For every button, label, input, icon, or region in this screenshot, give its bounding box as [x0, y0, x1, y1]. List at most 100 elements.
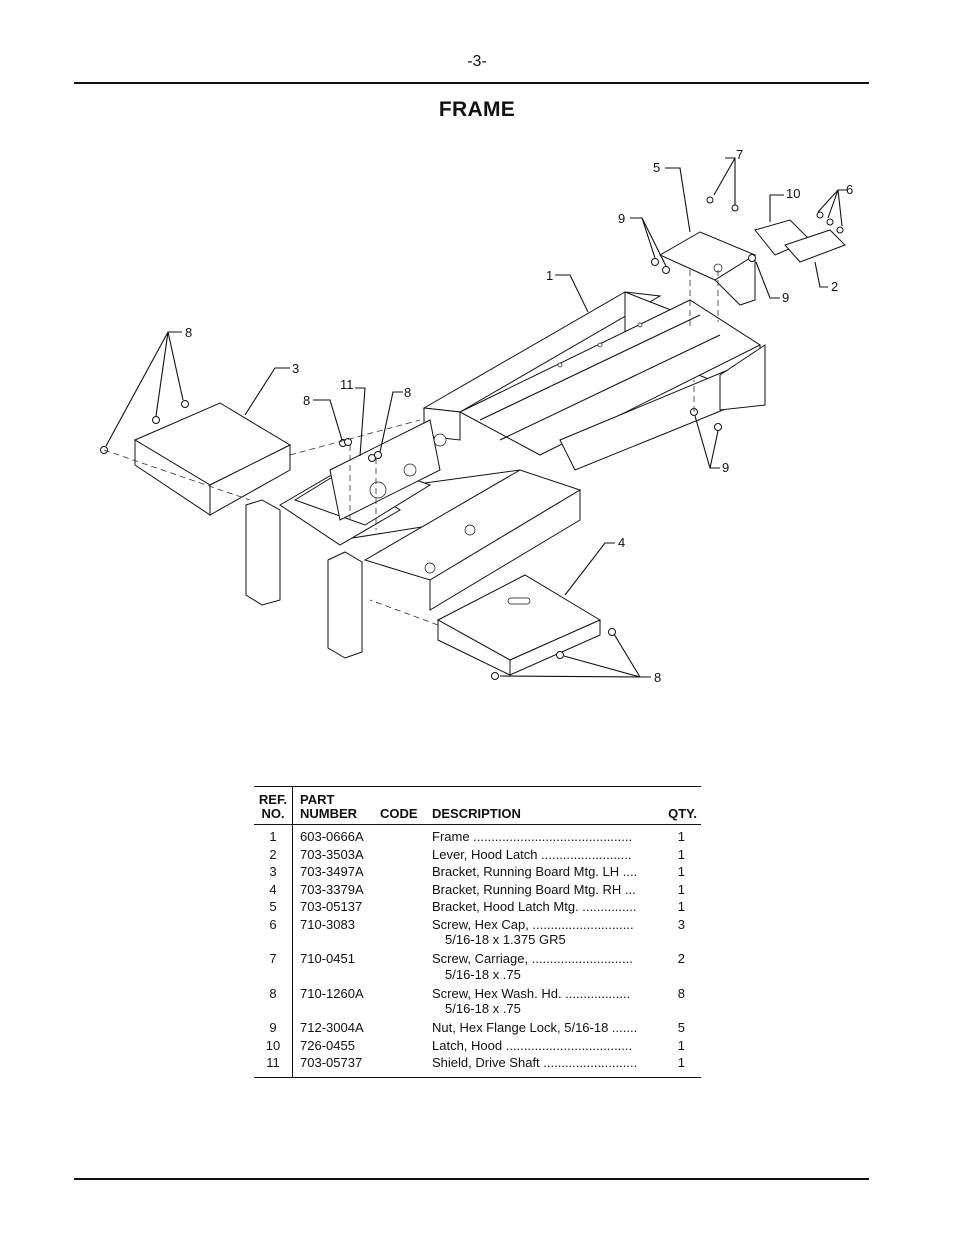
description: Bracket, Running Board Mtg. RH ...: [432, 881, 654, 899]
callout-leaders: [105, 157, 848, 678]
description-line1: Screw, Hex Wash. Hd. ..................: [432, 985, 631, 1001]
page-title: FRAME: [438, 98, 516, 121]
callout-4: 4: [618, 535, 625, 550]
description: Latch, Hood ............................…: [432, 1037, 654, 1055]
callout-8c: 8: [404, 385, 411, 400]
quantity: 1: [677, 864, 685, 879]
table-header: REF. NO. PART NUMBER CODE DESCRIPTION QT…: [254, 787, 701, 825]
page-number: -3-: [467, 53, 487, 70]
description: Screw, Carriage, .......................…: [432, 950, 654, 982]
quantity: 1: [677, 846, 685, 862]
description: Screw, Hex Cap, ........................…: [432, 916, 654, 948]
table-row: 3 703-3497A Bracket, Running Board Mtg. LH…: [254, 863, 701, 881]
callout-8b: 8: [303, 393, 310, 408]
header-ref: REF. NO.: [254, 793, 292, 821]
callout-9b: 9: [782, 290, 789, 305]
part-number: 703-3503A: [300, 846, 364, 862]
description-line1: Screw, Carriage, .......................…: [432, 951, 633, 966]
description-line1: Bracket, Running Board Mtg. LH ....: [432, 864, 638, 879]
table-row: 5 703-05137 Bracket, Hood Latch Mtg. .....…: [254, 898, 701, 916]
callout-8a: 8: [185, 325, 192, 340]
description-line2: 5/16-18 x .75: [445, 966, 521, 982]
description: Shield, Drive Shaft ....................…: [432, 1054, 654, 1072]
description: Screw, Hex Wash. Hd. ..................5…: [432, 985, 654, 1017]
header-part-line1: PART: [300, 792, 335, 807]
quantity: 1: [677, 899, 685, 914]
callout-labels: 1 2 3 4 5 6 7 8 8 8 8 9 9 9 10 11: [185, 147, 853, 685]
ref-number: 11: [266, 1055, 280, 1070]
ref-number: 8: [269, 985, 277, 1001]
quantity: 1: [677, 829, 685, 844]
part-number: 710-3083: [300, 916, 355, 932]
ref-number: 5: [269, 899, 277, 914]
description-line1: Frame ..................................…: [432, 829, 633, 844]
header-code: CODE: [380, 806, 418, 821]
description: Bracket, Hood Latch Mtg. ...............: [432, 898, 654, 916]
header-description: DESCRIPTION: [432, 806, 521, 821]
drive-shaft-shield: [329, 419, 441, 521]
description-line1: Shield, Drive Shaft ....................…: [432, 1055, 638, 1070]
callout-7: 7: [736, 147, 743, 162]
callout-8d: 8: [654, 670, 661, 685]
table-body: 1 603-0666A Frame ........................…: [254, 825, 701, 1077]
callout-3: 3: [292, 361, 299, 376]
header-part-line2: NUMBER: [300, 806, 358, 821]
table-row: 8 710-1260A Screw, Hex Wash. Hd. .........…: [254, 985, 701, 1017]
part-number: 603-0666A: [300, 829, 364, 844]
quantity: 1: [677, 1055, 685, 1070]
quantity: 3: [677, 916, 685, 932]
description-line1: Bracket, Running Board Mtg. RH ...: [432, 881, 636, 897]
part-number: 710-0451: [300, 951, 355, 966]
part-number: 703-3497A: [300, 864, 364, 879]
exploded-frame-diagram: 1 2 3 4 5 6 7 8 8 8 8 9 9 9 10 11: [100, 147, 853, 685]
part-number: 726-0455: [300, 1037, 355, 1053]
frame-part: [298, 291, 766, 611]
description-line1: Latch, Hood ............................…: [432, 1037, 633, 1053]
part-number: 703-05137: [300, 899, 363, 914]
header-part-number: PART NUMBER: [300, 793, 357, 821]
description-line1: Screw, Hex Cap, ........................…: [432, 916, 634, 932]
header-ref-line2: NO.: [261, 806, 285, 821]
quantity: 8: [677, 985, 685, 1001]
description-line2: 5/16-18 x .75: [445, 1001, 521, 1016]
part-number: 703-3379A: [300, 881, 364, 897]
description: Lever, Hood Latch ......................…: [432, 846, 654, 864]
column-divider: [292, 787, 293, 1077]
table-row: 4 703-3379A Bracket, Running Board Mtg. RH…: [254, 881, 701, 899]
table-row: 1 603-0666A Frame ........................…: [254, 828, 701, 846]
table-row: 11 703-05737 Shield, Drive Shaft .........…: [254, 1054, 701, 1072]
description: Frame ..................................…: [432, 828, 654, 846]
parts-table: REF. NO. PART NUMBER CODE DESCRIPTION QT…: [254, 786, 701, 1078]
running-board-bracket-rh: [436, 574, 602, 676]
description-line1: Lever, Hood Latch ......................…: [432, 846, 632, 862]
callout-9a: 9: [618, 211, 625, 226]
part-number: 703-05737: [300, 1055, 363, 1070]
ref-number: 6: [269, 916, 277, 932]
description-line2: 5/16-18 x 1.375 GR5: [445, 932, 566, 947]
hood-latch-assembly: [658, 219, 846, 306]
header-ref-line1: REF.: [258, 792, 288, 807]
ref-number: 4: [269, 881, 277, 897]
ref-number: 3: [269, 864, 277, 879]
footer-rule: [74, 1178, 869, 1180]
part-number: 710-1260A: [300, 985, 364, 1001]
running-board-bracket-lh: [133, 402, 292, 516]
callout-10: 10: [786, 186, 800, 201]
ref-number: 9: [269, 1020, 277, 1035]
quantity: 2: [677, 951, 685, 966]
header-qty: QTY.: [668, 806, 697, 821]
callout-9c: 9: [722, 460, 729, 475]
callout-2: 2: [831, 279, 838, 294]
description-line1: Bracket, Hood Latch Mtg. ...............: [432, 899, 637, 914]
quantity: 5: [677, 1020, 685, 1035]
table-row: 6 710-3083 Screw, Hex Cap, ...............…: [254, 916, 701, 948]
quantity: 1: [677, 1037, 685, 1053]
callout-6: 6: [846, 182, 853, 197]
ref-number: 1: [269, 829, 277, 844]
description: Nut, Hex Flange Lock, 5/16-18 .......: [432, 1019, 654, 1037]
fasteners: [100, 196, 844, 680]
